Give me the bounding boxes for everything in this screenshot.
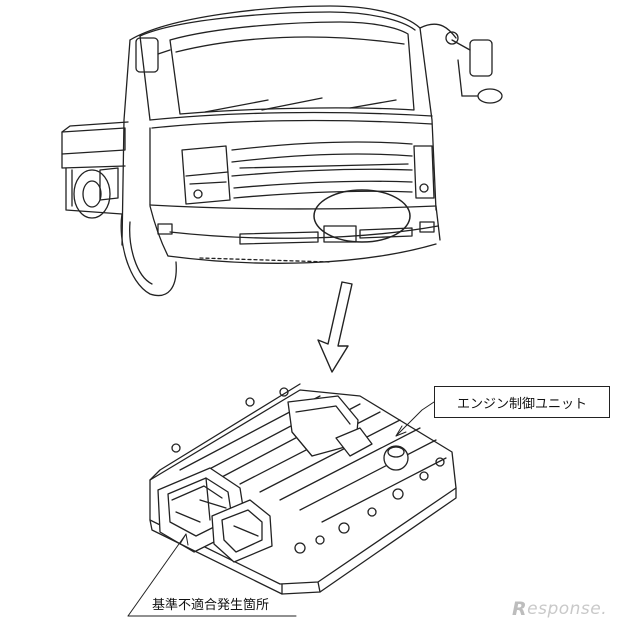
front-wheel	[120, 213, 177, 297]
mirror-left	[135, 37, 171, 73]
connector-ports	[157, 467, 273, 563]
cab-body	[121, 5, 437, 246]
headlight-right	[413, 145, 435, 199]
ecu-leader-line	[395, 401, 435, 437]
pointer-arrow	[317, 281, 353, 373]
defect-location-label: 基準不適合発生箇所	[152, 594, 270, 613]
watermark-text: esponse.	[527, 599, 608, 619]
ecu-label: エンジン制御ユニット	[434, 386, 610, 418]
truck-illustration	[61, 5, 503, 297]
mirror-right	[419, 23, 503, 104]
headlight-left	[181, 145, 231, 205]
defect-leader-line	[127, 533, 297, 617]
highlight-ellipse	[313, 189, 411, 243]
cargo-bed	[61, 121, 129, 219]
front-grille	[231, 141, 413, 199]
watermark-logo-mark: R	[512, 598, 528, 620]
ecu-illustration	[149, 383, 457, 595]
front-bumper	[149, 205, 441, 264]
